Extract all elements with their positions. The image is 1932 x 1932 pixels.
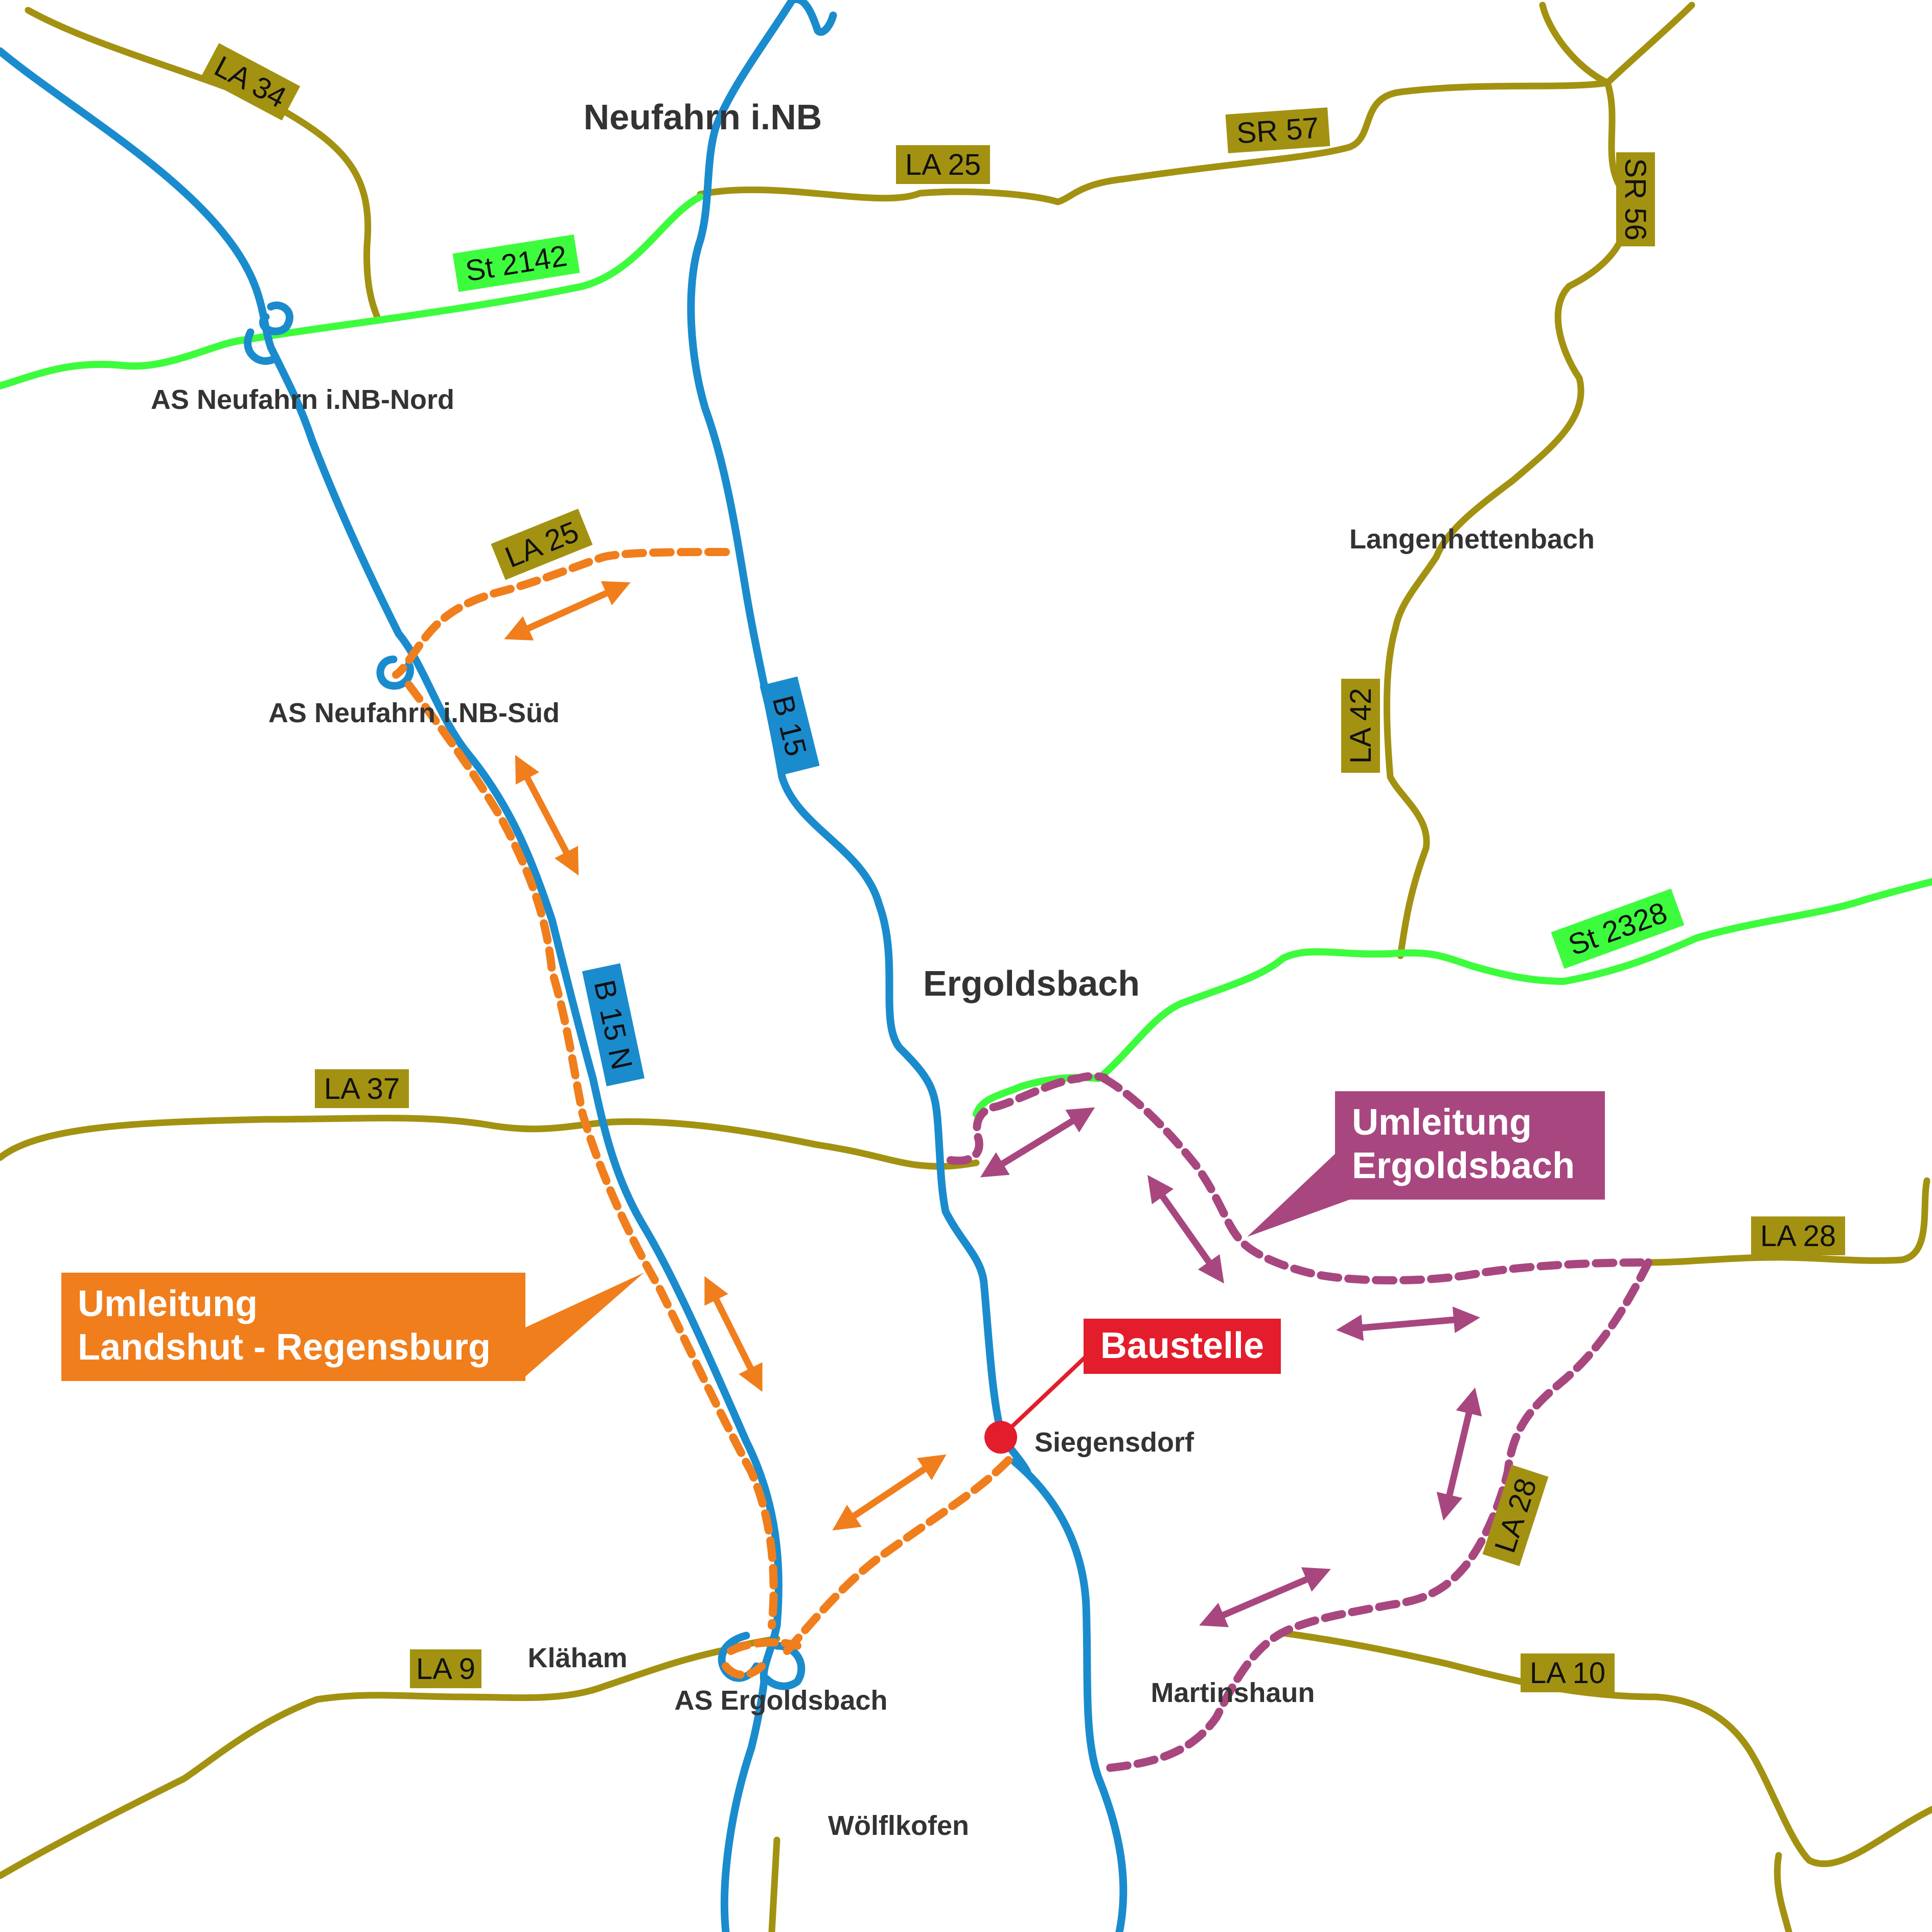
double-arrow-icon	[980, 1107, 1095, 1178]
road-b15n	[0, 47, 783, 1686]
place-siegensdorf: Siegensdorf	[1034, 1427, 1194, 1458]
label-la9: LA 9	[410, 1649, 481, 1688]
double-arrow-icon	[1436, 1387, 1482, 1521]
place-as-ergoldsbach: AS Ergoldsbach	[674, 1685, 887, 1716]
road-sr56-tail	[1604, 2, 1695, 86]
road-b15n-south	[720, 1677, 768, 1932]
detour-purple-la28	[1100, 1258, 1652, 1773]
detour-purple-loop	[1100, 1074, 1652, 1284]
svg-text:LA 28: LA 28	[1760, 1220, 1836, 1253]
svg-text:Baustelle: Baustelle	[1100, 1325, 1264, 1366]
interchange-nord-loop	[244, 301, 293, 365]
road-la28	[1647, 1177, 1930, 1266]
svg-text:LA 10: LA 10	[1530, 1657, 1605, 1690]
svg-text:LA 25: LA 25	[905, 148, 981, 181]
detour-orange-siegensdorf	[783, 1453, 1016, 1655]
label-sr57: SR 57	[1225, 107, 1330, 153]
place-klaeham: Kläham	[527, 1643, 627, 1673]
detour-purple-ergoldsbach	[947, 1072, 1109, 1165]
place-as-nord: AS Neufahrn i.NB-Nord	[151, 384, 454, 415]
label-st2328: St 2328	[1551, 888, 1685, 969]
svg-text:LA 42: LA 42	[1344, 688, 1377, 764]
road-la10	[1279, 1629, 1932, 1867]
place-as-sued: AS Neufahrn i.NB-Süd	[268, 698, 560, 728]
road-la34	[25, 7, 381, 320]
road-la25-north	[697, 79, 1611, 205]
double-arrow-icon	[1199, 1567, 1331, 1627]
label-la34: LA 34	[200, 43, 301, 121]
label-la42: LA 42	[1341, 679, 1380, 773]
svg-text:Landshut - Regensburg: Landshut - Regensburg	[78, 1327, 491, 1368]
place-langenhettenbach: Langenhettenbach	[1349, 524, 1595, 555]
label-la37: LA 37	[315, 1069, 409, 1108]
double-arrow-icon	[504, 581, 631, 641]
double-arrow-icon	[704, 1276, 763, 1392]
double-arrow-icon	[515, 754, 579, 876]
callout-construction: Baustelle	[984, 1319, 1281, 1454]
road-labels: LA 34 SR 57 LA 25 SR 56 St 2142 LA 25 B …	[200, 43, 1845, 1692]
road-la37	[0, 1115, 980, 1170]
construction-site-icon	[984, 1421, 1017, 1454]
road-b15-north-tail	[788, 0, 837, 36]
label-la10: LA 10	[1521, 1653, 1615, 1692]
svg-text:LA 34: LA 34	[209, 50, 292, 114]
place-woelflkofen: Wölflkofen	[828, 1810, 969, 1841]
detour-orange-la25	[392, 548, 730, 679]
svg-text:LA 37: LA 37	[324, 1072, 400, 1106]
svg-text:Ergoldsbach: Ergoldsbach	[1352, 1145, 1575, 1186]
place-names: Neufahrn i.NB AS Neufahrn i.NB-Nord AS N…	[151, 97, 1595, 1841]
detour-purple-route	[947, 1072, 1652, 1773]
detour-orange-b15n	[405, 681, 778, 1629]
label-la25-north: LA 25	[896, 145, 990, 184]
label-st2142: St 2142	[452, 234, 580, 292]
detour-orange-route	[392, 548, 1016, 1679]
label-sr56: SR 56	[1616, 152, 1655, 246]
road-la10-south	[1774, 1852, 1792, 1932]
callout-detour-purple: Umleitung Ergoldsbach	[1247, 1091, 1605, 1237]
place-martinshaun: Martinshaun	[1151, 1677, 1315, 1708]
road-la9-branch	[768, 1836, 780, 1932]
double-arrow-icon	[1147, 1175, 1224, 1284]
label-la28-right: LA 28	[1751, 1216, 1845, 1255]
svg-text:SR 56: SR 56	[1619, 158, 1652, 240]
double-arrow-icon	[1336, 1306, 1480, 1341]
double-arrow-icon	[832, 1454, 947, 1531]
callout-detour-orange: Umleitung Landshut - Regensburg	[61, 1273, 644, 1381]
svg-text:Umleitung: Umleitung	[78, 1283, 258, 1324]
place-neufahrn: Neufahrn i.NB	[584, 97, 822, 137]
road-b15	[687, 0, 1031, 1476]
svg-text:Umleitung: Umleitung	[1352, 1102, 1532, 1143]
road-st2328	[1095, 878, 1932, 1082]
orange-arrows	[504, 581, 947, 1531]
purple-arrows	[980, 1107, 1482, 1627]
svg-text:B 15: B 15	[766, 692, 813, 760]
interchange-sued-loop	[376, 655, 415, 690]
place-ergoldsbach: Ergoldsbach	[923, 963, 1140, 1003]
road-st2142	[0, 193, 704, 389]
road-b15-south	[1010, 1458, 1128, 1932]
road-la42	[1383, 554, 1440, 959]
road-la9	[0, 1635, 780, 1879]
svg-text:SR 57: SR 57	[1235, 111, 1320, 150]
svg-text:LA 9: LA 9	[416, 1652, 475, 1686]
